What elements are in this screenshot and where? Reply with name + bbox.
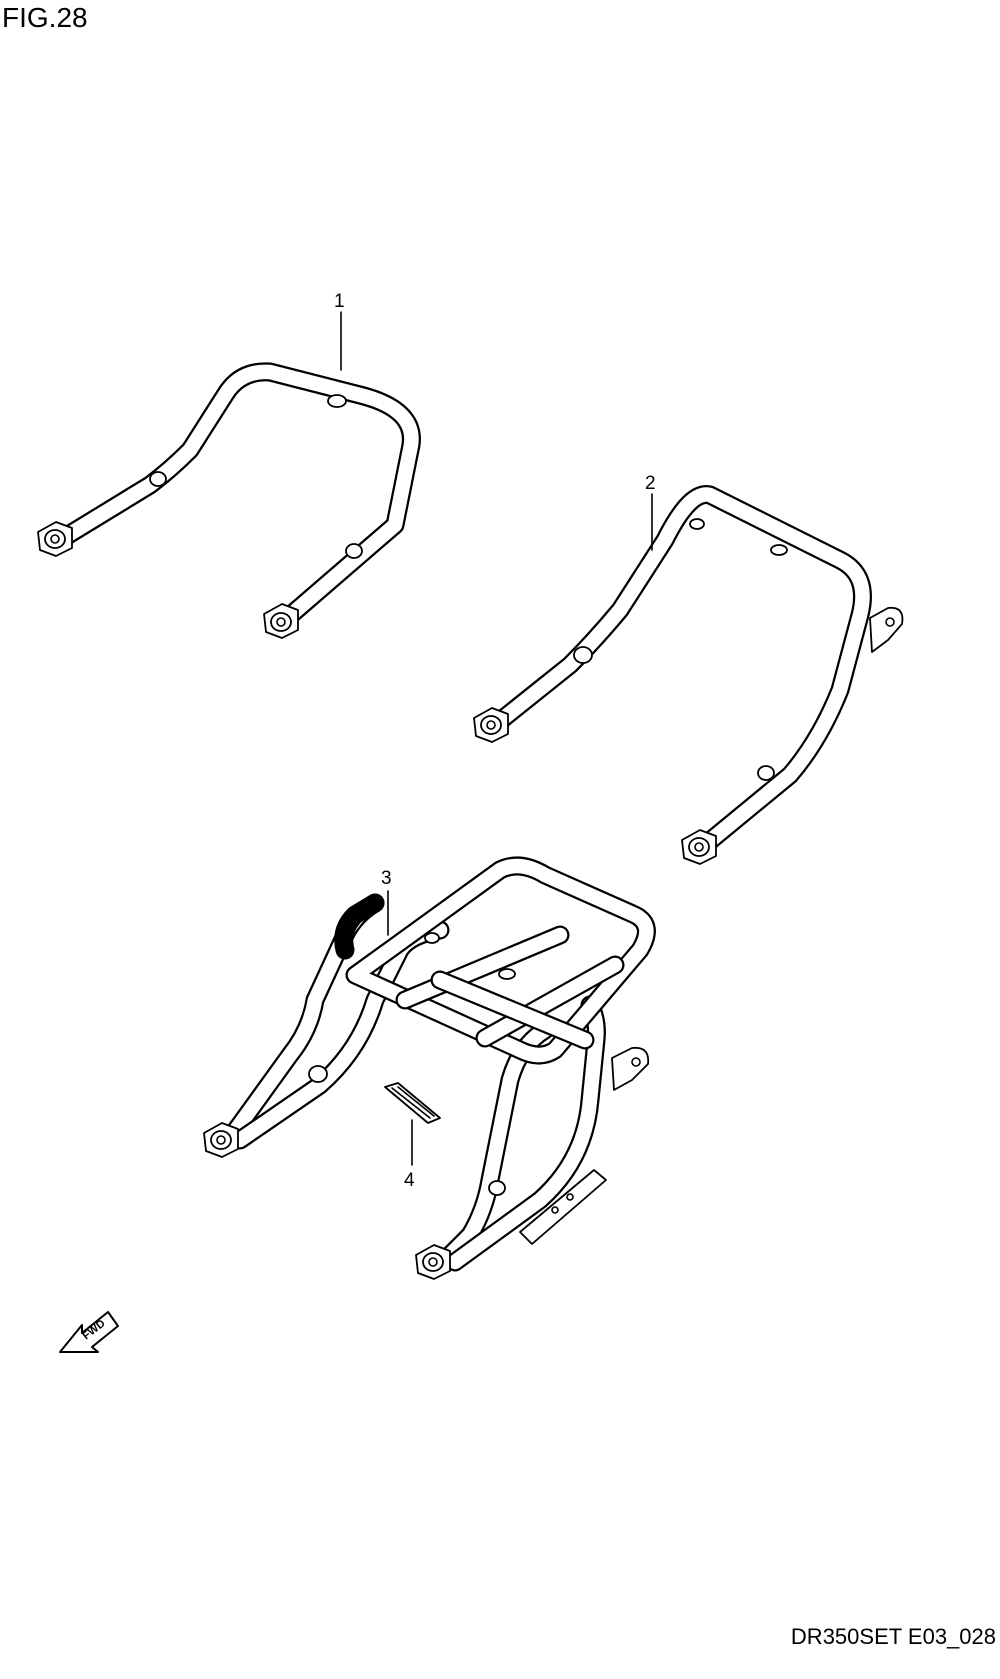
bushing-icon: [37, 521, 73, 557]
figure-title: FIG.28: [2, 2, 88, 33]
forward-arrow-icon: FWD: [59, 1311, 119, 1353]
part-4-label-plate[interactable]: 4: [384, 1082, 441, 1191]
callout-1: 1: [334, 291, 345, 312]
callout-3: 3: [381, 868, 392, 889]
drawing-code: DR350SET E03_028: [790, 1624, 996, 1649]
callout-4: 4: [404, 1170, 415, 1191]
callout-2: 2: [645, 473, 656, 494]
part-3-carrier-rack[interactable]: 3: [203, 856, 656, 1280]
part-2-grab-bar[interactable]: 2: [473, 473, 904, 865]
bushing-icon: [263, 603, 299, 639]
bushing-icon: [415, 1244, 451, 1280]
bushing-icon: [473, 707, 509, 743]
bushing-icon: [681, 829, 717, 865]
bushing-icon: [203, 1122, 239, 1158]
part-1-grab-bar[interactable]: 1: [37, 291, 421, 639]
